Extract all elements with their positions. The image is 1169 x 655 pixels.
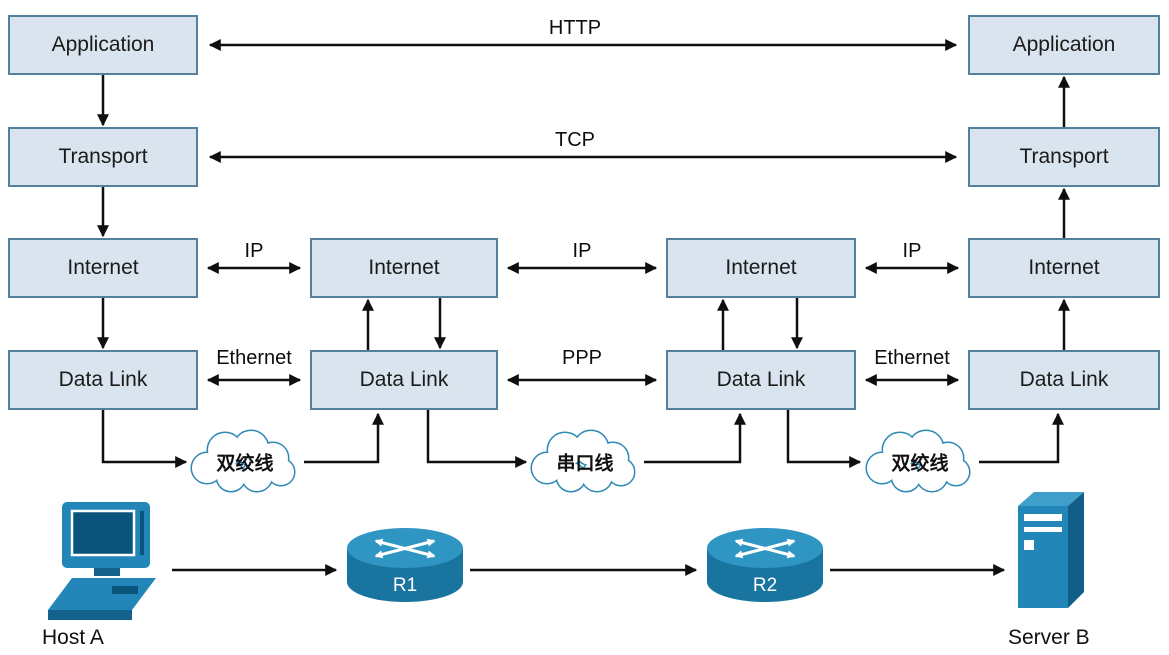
host-a-label: Host A [42, 626, 104, 649]
r1-to-cloud2-arrow [426, 410, 528, 468]
r2-to-cloud3-arrow [786, 410, 862, 468]
tcp-label: TCP [555, 129, 595, 151]
box-hosta-internet: Internet [8, 238, 198, 298]
box-serverb-transport: Transport [968, 127, 1160, 187]
router-r1-label: R1 [392, 575, 418, 596]
box-r2-internet: Internet [666, 238, 856, 298]
box-hosta-datalink: Data Link [8, 350, 198, 410]
http-label: HTTP [548, 17, 602, 39]
router-r2-icon [707, 528, 823, 602]
cloud-label-twisted-pair-left: 双绞线 [216, 453, 274, 475]
peer-arrows-layer [206, 39, 960, 386]
ethernet-label-right: Ethernet [874, 347, 950, 369]
box-r2-datalink: Data Link [666, 350, 856, 410]
cloud-twisted-pair-left [190, 429, 296, 493]
ip-label-left: IP [244, 240, 264, 262]
router-r1-icon [347, 528, 463, 602]
cloud2-to-r2-arrow [644, 412, 746, 464]
hosta-to-cloud1-arrow [101, 410, 188, 468]
ethernet-label-left: Ethernet [216, 347, 292, 369]
router-r2-label: R2 [752, 575, 778, 596]
server-b-label: Server B [1008, 626, 1090, 649]
box-hosta-application: Application [8, 15, 198, 75]
cloud-label-twisted-pair-right: 双绞线 [891, 453, 949, 475]
cloud3-to-serverb-arrow [979, 412, 1064, 464]
host-a-computer-icon [48, 502, 156, 620]
cloud-serial-line [530, 429, 636, 493]
stack-arrows-layer [97, 75, 1070, 350]
cloud-twisted-pair-right [865, 429, 971, 493]
cloud-label-serial-line: 串口线 [556, 453, 614, 475]
box-serverb-datalink: Data Link [968, 350, 1160, 410]
box-hosta-transport: Transport [8, 127, 198, 187]
ip-label-right: IP [902, 240, 922, 262]
ppp-label: PPP [561, 347, 603, 369]
server-b-icon [1018, 492, 1084, 608]
box-r1-datalink: Data Link [310, 350, 498, 410]
box-serverb-internet: Internet [968, 238, 1160, 298]
box-serverb-application: Application [968, 15, 1160, 75]
cloud1-to-r1-arrow [304, 412, 384, 464]
ip-label-middle: IP [572, 240, 592, 262]
box-r1-internet: Internet [310, 238, 498, 298]
media-arrows-layer [101, 410, 1064, 468]
